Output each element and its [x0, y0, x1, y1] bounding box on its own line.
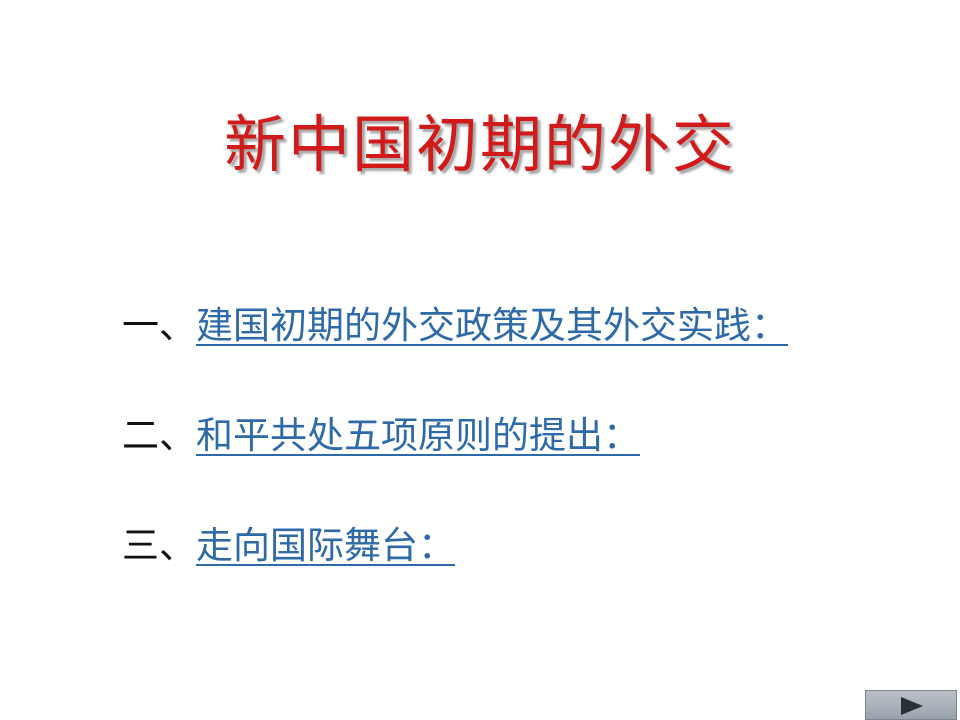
- table-of-contents: 一、建国初期的外交政策及其外交实践： 二、和平共处五项原则的提出： 三、走向国际…: [122, 296, 922, 626]
- toc-item-2: 二、和平共处五项原则的提出：: [122, 406, 922, 466]
- toc-item-number: 二、: [122, 414, 196, 457]
- toc-link-foreign-policy[interactable]: 建国初期的外交政策及其外交实践：: [196, 304, 788, 347]
- toc-link-international-stage[interactable]: 走向国际舞台：: [196, 524, 455, 567]
- toc-item-1: 一、建国初期的外交政策及其外交实践：: [122, 296, 922, 356]
- toc-link-five-principles[interactable]: 和平共处五项原则的提出：: [196, 414, 640, 457]
- slide-title: 新中国初期的外交: [223, 108, 736, 181]
- toc-item-number: 三、: [122, 524, 196, 567]
- play-right-icon: [901, 697, 923, 715]
- toc-item-3: 三、走向国际舞台：: [122, 516, 922, 576]
- toc-item-number: 一、: [122, 304, 196, 347]
- next-slide-button[interactable]: [865, 690, 957, 720]
